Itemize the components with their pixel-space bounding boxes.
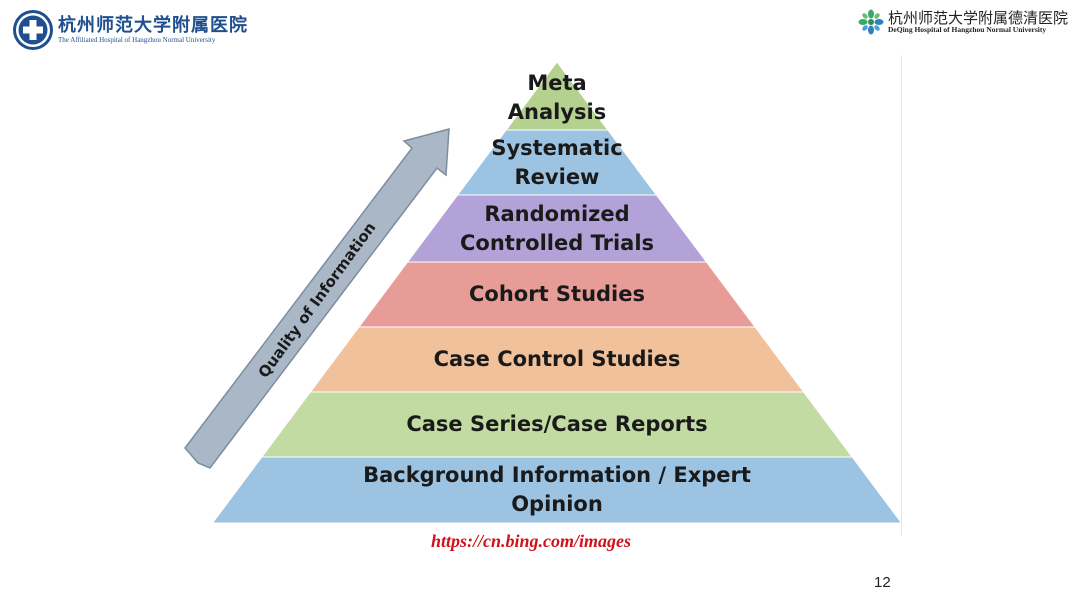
hospital-seal-icon <box>13 10 53 50</box>
source-link[interactable]: https://cn.bing.com/images <box>430 531 632 551</box>
left-logo-name-cn: 杭州师范大学附属医院 <box>58 14 248 36</box>
tier-label-line: Randomized <box>484 201 630 226</box>
tier-label-line: Analysis <box>507 100 607 124</box>
vertical-divider <box>901 55 902 535</box>
pyramid-tier-label-6: Case Series/Case Reports <box>406 410 707 439</box>
page-number: 12 <box>874 574 891 591</box>
left-hospital-logo: 杭州师范大学附属医院 The Affiliated Hospital of Ha… <box>12 9 248 51</box>
flower-logo-icon <box>858 9 884 35</box>
tier-label-line: Opinion <box>511 492 603 516</box>
tier-label-line: Case Series/Case Reports <box>406 412 708 436</box>
tier-label-line: Case Control Studies <box>433 347 681 371</box>
pyramid-tier-label-4: Cohort Studies <box>469 280 645 309</box>
left-logo-name-en: The Affiliated Hospital of Hangzhou Norm… <box>58 35 216 44</box>
pyramid-tier-label-5: Case Control Studies <box>434 345 681 374</box>
tier-label-line: Systematic <box>491 135 623 160</box>
tier-label-line: Background Information / Expert <box>363 463 751 487</box>
right-logo-name-en: DeQing Hospital of Hangzhou Normal Unive… <box>887 25 1047 35</box>
tier-label-line: Meta <box>527 71 587 95</box>
right-logo-name-cn: 杭州师范大学附属德清医院 <box>887 8 1068 27</box>
right-hospital-logo: 杭州师范大学附属德清医院 DeQing Hospital of Hangzhou… <box>858 9 1068 35</box>
quality-arrow <box>184 128 450 469</box>
tier-label-line: Review <box>514 164 600 189</box>
tier-label-line: Cohort Studies <box>468 282 646 306</box>
tier-label-line: Controlled Trials <box>459 230 655 255</box>
